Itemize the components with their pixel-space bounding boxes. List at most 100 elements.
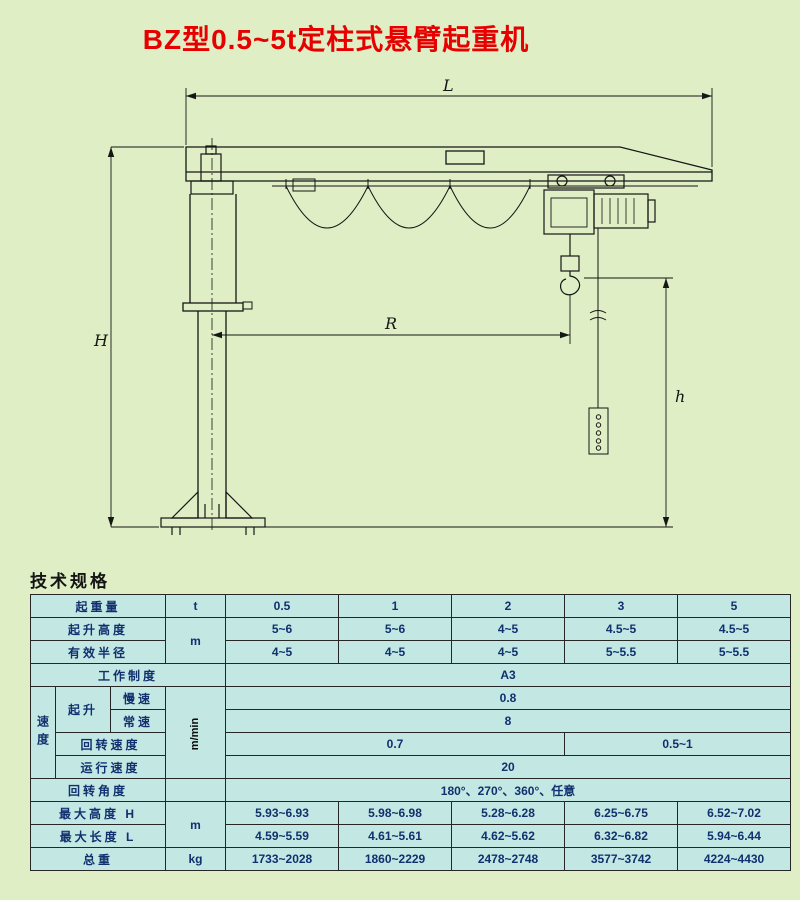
hoist-trolley — [543, 174, 656, 235]
spec-unit: t — [165, 594, 227, 618]
flange-bolt — [242, 301, 253, 310]
row-slewing-angle: 回转角度 180°、270°、360°、任意 — [29, 778, 792, 802]
spec-value: 5~5.5 — [677, 640, 792, 664]
beam-top-plate — [445, 150, 485, 165]
spec-value: 5 — [677, 594, 792, 618]
row-capacity: 起重量 t 0.5 1 2 3 5 — [29, 594, 792, 618]
spec-value: 4~5 — [225, 640, 340, 664]
cable-trolley-box — [292, 178, 316, 192]
pendant-control-box — [588, 407, 609, 455]
motor-end-cap — [647, 199, 656, 223]
spec-label: 工作制度 — [29, 663, 227, 687]
spec-value: 4.59~5.59 — [225, 824, 340, 848]
spec-value: 5.93~6.93 — [225, 801, 340, 825]
spec-value: 4~5 — [338, 640, 453, 664]
spec-value: 4224~4430 — [677, 847, 792, 871]
spec-value: 4.5~5 — [564, 617, 679, 641]
spec-unit: kg — [165, 847, 227, 871]
spec-value: 8 — [225, 709, 792, 733]
base — [160, 490, 266, 535]
spec-value: 5.28~6.28 — [451, 801, 566, 825]
spec-label: 起重量 — [29, 594, 167, 618]
row-total-weight: 总重 kg 1733~2028 1860~2229 2478~2748 3577… — [29, 847, 792, 871]
pendant-button — [595, 422, 602, 428]
spec-value: 1733~2028 — [225, 847, 340, 871]
hook — [559, 234, 581, 296]
row-speed-normal: 常速 8 — [31, 709, 792, 733]
pendant-station — [588, 228, 609, 455]
spec-value: 4.62~5.62 — [451, 824, 566, 848]
spec-value: 5.94~6.44 — [677, 824, 792, 848]
row-speed-slewing: 回转速度 0.7 0.5~1 — [31, 732, 792, 756]
spec-value: 6.25~6.75 — [564, 801, 679, 825]
spec-value: 2478~2748 — [451, 847, 566, 871]
dimension-R — [212, 295, 571, 344]
spec-value: 5.98~6.98 — [338, 801, 453, 825]
hook-block — [560, 255, 580, 272]
crane-diagram: L H R h — [93, 76, 713, 535]
dim-label-L: L — [442, 76, 454, 95]
spec-value: 5~6 — [225, 617, 340, 641]
row-max-height: 最大高度 H m 5.93~6.93 5.98~6.98 5.28~6.28 6… — [29, 801, 792, 848]
spec-value: 0.5 — [225, 594, 340, 618]
spec-label: 起升 — [55, 686, 111, 733]
dimension-H — [107, 146, 184, 528]
spec-label: 最大长度 L — [29, 824, 167, 848]
spec-label: 常速 — [109, 709, 167, 733]
spec-value: 5~5.5 — [564, 640, 679, 664]
base-plate — [160, 517, 266, 528]
section-heading: 技术规格 — [30, 572, 110, 591]
spec-label: 起升高度 — [29, 617, 167, 641]
column-flange — [182, 302, 244, 312]
dimension-L — [185, 88, 713, 167]
spec-value: 4~5 — [451, 617, 566, 641]
dimension-h — [265, 277, 673, 528]
pendant-button — [595, 445, 602, 451]
spec-value: 3577~3742 — [564, 847, 679, 871]
jib-beam — [185, 146, 713, 187]
spec-label: 慢速 — [109, 686, 167, 710]
row-effective-radius: 有效半径 4~5 4~5 4~5 5~5.5 5~5.5 — [29, 640, 792, 664]
spec-unit-empty — [165, 778, 227, 802]
spec-unit: m — [165, 617, 227, 664]
spec-value: 1860~2229 — [338, 847, 453, 871]
row-speed-travel: 运行速度 20 — [31, 755, 792, 779]
pendant-button — [595, 414, 602, 420]
trolley-wheel — [604, 175, 616, 187]
pendant-button — [595, 430, 602, 436]
spec-value: 1 — [338, 594, 453, 618]
spec-value: 2 — [451, 594, 566, 618]
spec-unit: m — [165, 801, 227, 848]
page-title: BZ型0.5~5t定柱式悬臂起重机 — [142, 24, 530, 55]
spec-label: 运行速度 — [54, 755, 167, 779]
spec-value: 4~5 — [451, 640, 566, 664]
dim-label-H: H — [93, 331, 109, 350]
column — [182, 194, 253, 518]
row-lifting-height: 起升高度 m 5~6 5~6 4~5 4.5~5 4.5~5 — [29, 617, 792, 664]
spec-value: 4.61~5.61 — [338, 824, 453, 848]
spec-value: A3 — [225, 663, 792, 687]
pendant-button — [595, 438, 602, 444]
spec-value: 0.8 — [225, 686, 792, 710]
spec-label: 有效半径 — [29, 640, 167, 664]
spec-unit: m/min — [165, 686, 227, 779]
dim-label-R: R — [384, 314, 397, 333]
row-speed-slow: 速度 起升 慢速 m/min 0.8 — [30, 686, 792, 779]
spec-value: 180°、270°、360°、任意 — [225, 778, 792, 802]
trolley-wheel — [556, 175, 568, 187]
spec-label: 总重 — [29, 847, 167, 871]
spec-value: 6.52~7.02 — [677, 801, 792, 825]
spec-value: 5~6 — [338, 617, 453, 641]
cable-break-mark — [589, 317, 607, 321]
row-work-duty: 工作制度 A3 — [29, 663, 792, 687]
spec-value: 0.5~1 — [564, 732, 792, 756]
cable-break-mark — [589, 310, 607, 314]
festoon-cables — [285, 178, 531, 229]
spec-value: 6.32~6.82 — [564, 824, 679, 848]
row-max-length: 最大长度 L 4.59~5.59 4.61~5.61 4.62~5.62 6.3… — [29, 824, 792, 848]
spec-table: 起重量 t 0.5 1 2 3 5 起升高度 m 5~6 5~6 4~5 4.5… — [29, 594, 792, 871]
spec-label: 回转角度 — [29, 778, 167, 802]
spec-value: 0.7 — [225, 732, 566, 756]
speed-group-label: 速度 — [30, 686, 56, 779]
spec-value: 20 — [225, 755, 792, 779]
